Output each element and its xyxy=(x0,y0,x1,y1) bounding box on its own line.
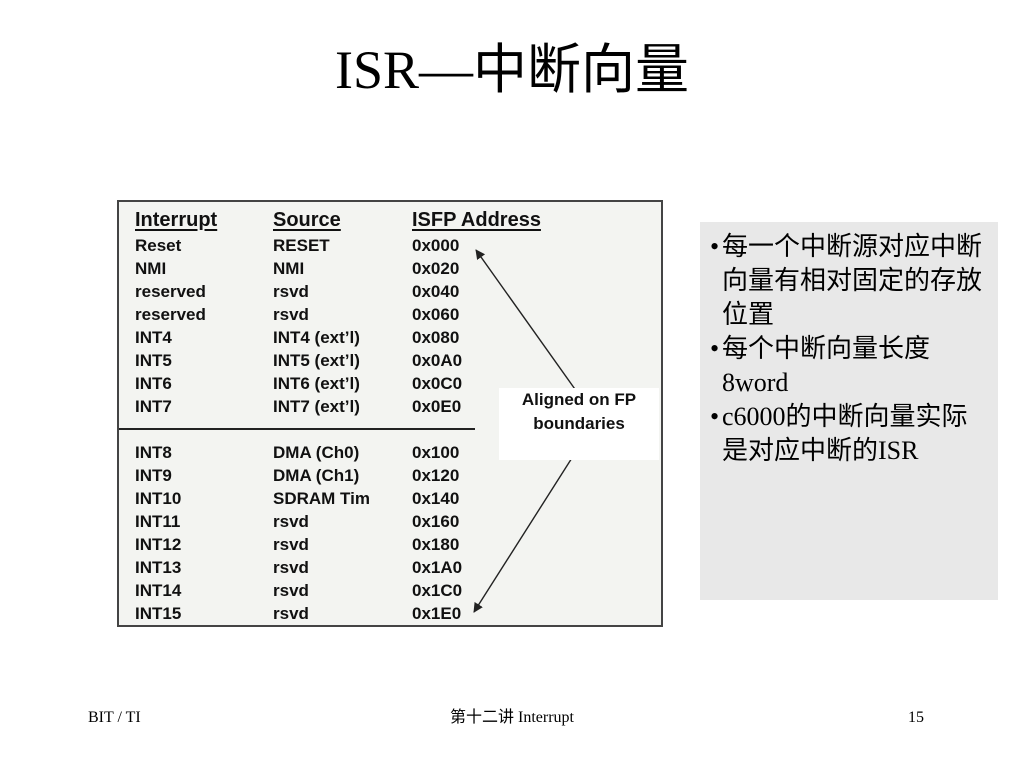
alignment-note-line2: boundaries xyxy=(533,414,625,433)
cell-interrupt: reserved xyxy=(135,282,206,301)
cell-address: 0x1A0 xyxy=(412,558,463,577)
bullet-text: 每一个中断源对应中断向量有相对固定的存放位置 xyxy=(722,232,983,329)
bullet-item: • c6000的中断向量实际是对应中断的ISR xyxy=(710,400,988,468)
cell-source: rsvd xyxy=(273,558,309,577)
arrow-up xyxy=(475,249,578,393)
cell-source: rsvd xyxy=(273,305,309,324)
cell-address: 0x0E0 xyxy=(412,397,462,416)
bullet-marker: • xyxy=(710,232,720,261)
cell-source: SDRAM Tim xyxy=(273,489,370,508)
cell-interrupt: INT4 xyxy=(135,328,172,347)
cell-interrupt: INT15 xyxy=(135,604,182,623)
cell-address: 0x080 xyxy=(412,328,460,347)
cell-address: 0x100 xyxy=(412,443,460,462)
bullet-list: • 每一个中断源对应中断向量有相对固定的存放位置 • 每个中断向量长度8word… xyxy=(700,222,998,600)
cell-interrupt: INT12 xyxy=(135,535,182,554)
cell-interrupt: reserved xyxy=(135,305,206,324)
cell-address: 0x040 xyxy=(412,282,460,301)
cell-address: 0x140 xyxy=(412,489,460,508)
cell-interrupt: INT7 xyxy=(135,397,172,416)
cell-address: 0x000 xyxy=(412,236,460,255)
cell-interrupt: INT10 xyxy=(135,489,182,508)
cell-interrupt: INT11 xyxy=(135,512,181,531)
cell-address: 0x1C0 xyxy=(412,581,463,600)
bullet-item: • 每一个中断源对应中断向量有相对固定的存放位置 xyxy=(710,230,988,332)
arrow-down xyxy=(473,449,578,613)
cell-interrupt: INT14 xyxy=(135,581,182,600)
cell-interrupt: INT8 xyxy=(135,443,172,462)
header-interrupt: Interrupt xyxy=(135,209,218,231)
group-divider xyxy=(119,428,475,430)
cell-interrupt: NMI xyxy=(135,259,167,278)
bullet-text: 每个中断向量长度8word xyxy=(722,334,931,397)
cell-source: rsvd xyxy=(273,282,309,301)
cell-address: 0x160 xyxy=(412,512,460,531)
cell-source: INT6 (ext’l) xyxy=(273,374,360,393)
bullet-text: c6000的中断向量实际是对应中断的ISR xyxy=(722,402,968,465)
interrupt-vector-table: Interrupt Source ISFP Address Reset RESET… xyxy=(117,200,663,627)
cell-source: rsvd xyxy=(273,535,309,554)
cell-address: 0x060 xyxy=(412,305,460,324)
cell-interrupt: INT6 xyxy=(135,374,172,393)
cell-source: NMI xyxy=(273,259,305,278)
cell-address: 0x0C0 xyxy=(412,374,463,393)
cell-address: 0x180 xyxy=(412,535,460,554)
bullet-marker: • xyxy=(710,334,720,363)
cell-source: INT4 (ext’l) xyxy=(273,328,360,347)
cell-source: INT5 (ext’l) xyxy=(273,351,360,370)
cell-source: rsvd xyxy=(273,512,309,531)
footer-left: BIT / TI xyxy=(88,709,141,726)
cell-source: INT7 (ext’l) xyxy=(273,397,360,416)
cell-address: 0x120 xyxy=(412,466,460,485)
cell-source: rsvd xyxy=(273,581,309,600)
alignment-note: Aligned on FP boundaries xyxy=(499,388,659,460)
cell-source: RESET xyxy=(273,236,330,255)
cell-address: 0x020 xyxy=(412,259,460,278)
cell-source: rsvd xyxy=(273,604,309,623)
footer-center: 第十二讲 Interrupt xyxy=(450,709,574,726)
bullet-item: • 每个中断向量长度8word xyxy=(710,332,988,400)
header-source: Source xyxy=(273,209,341,231)
cell-interrupt: INT5 xyxy=(135,351,172,370)
cell-address: 0x1E0 xyxy=(412,604,462,623)
bullet-marker: • xyxy=(710,402,720,431)
header-isfp-address: ISFP Address xyxy=(412,209,541,231)
cell-interrupt: INT9 xyxy=(135,466,172,485)
page-number: 15 xyxy=(908,709,924,726)
cell-interrupt: Reset xyxy=(135,236,182,255)
alignment-note-line1: Aligned on FP xyxy=(521,390,637,409)
cell-interrupt: INT13 xyxy=(135,558,182,577)
cell-source: DMA (Ch1) xyxy=(273,466,360,485)
cell-source: DMA (Ch0) xyxy=(273,443,360,462)
cell-address: 0x0A0 xyxy=(412,351,463,370)
slide-title: ISR—中断向量 xyxy=(334,40,690,100)
